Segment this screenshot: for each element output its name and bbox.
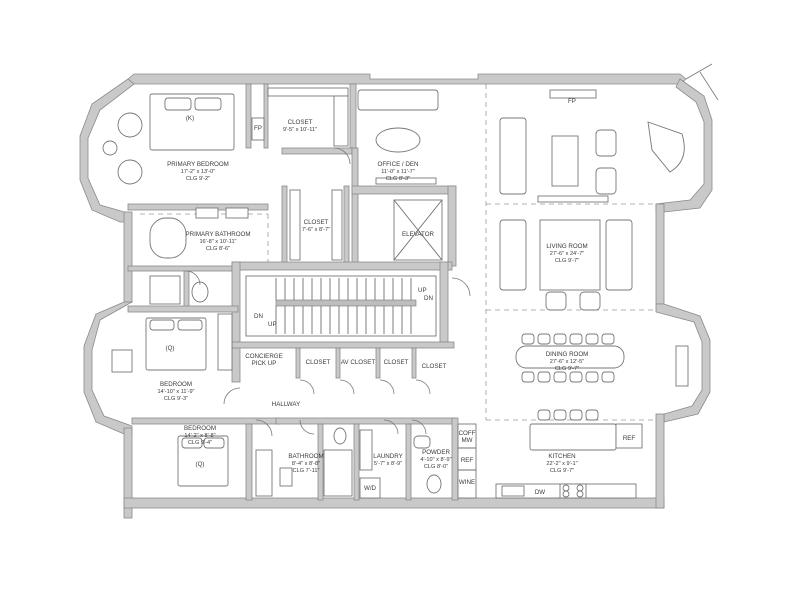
kitchen-dim: 22'-2" x 9'-1" xyxy=(546,461,577,467)
coffee-label-2: MW xyxy=(462,437,473,444)
counter-stool xyxy=(585,409,599,421)
bathroom-dim: 8'-4" x 8'-8" xyxy=(292,461,320,467)
dining-name: DINING ROOM xyxy=(546,351,589,358)
dishwasher-label: DW xyxy=(535,489,545,496)
dining-dim: 27'-6" x 12'-5" xyxy=(550,359,584,365)
closet-top-dim: 9'-5" x 10'-11" xyxy=(283,127,317,133)
wine-label: WINE xyxy=(459,479,475,486)
dining-chair xyxy=(521,371,535,383)
elevator-car xyxy=(393,199,443,261)
office-dim: 11'-0" x 11'-7" xyxy=(381,169,415,175)
closet-c-label: CLOSET xyxy=(422,363,447,370)
bathroom-name: BATHROOM xyxy=(288,453,323,460)
primary-bedroom-clg: CLG 9'-2" xyxy=(186,176,210,182)
closet-b-label: CLOSET xyxy=(384,359,409,366)
primary-bedroom-dim: 17'-2" x 13'-0" xyxy=(181,169,215,175)
hallway-label: HALLWAY xyxy=(272,401,300,408)
washer-dryer-label: W/D xyxy=(364,485,377,492)
coffee-label-1: COFF xyxy=(459,430,476,437)
bedroom1-dim: 14'-10" x 11'-9" xyxy=(157,389,194,395)
office-name: OFFICE / DEN xyxy=(378,161,419,168)
laundry-dim: 5'-7" x 8'-9" xyxy=(374,461,402,467)
primary-bath-dim: 16'-8" x 10'-11" xyxy=(199,239,236,245)
closet-top-name: CLOSET xyxy=(288,119,313,126)
powder-dim: 4'-10" x 8'-9" xyxy=(420,457,451,463)
closet-mid-name: CLOSET xyxy=(304,219,329,226)
dining-chair xyxy=(601,333,615,345)
living-clg: CLG 9'-7" xyxy=(555,258,579,264)
dining-clg: CLG 9'-7" xyxy=(555,366,579,372)
bedroom2-name: BEDROOM xyxy=(184,425,216,432)
stair-up-right: UP xyxy=(418,287,427,294)
dining-chair xyxy=(569,333,583,345)
powder-clg: CLG 8'-0" xyxy=(424,464,448,470)
dining-chair xyxy=(553,371,567,383)
bed-size-q1: (Q) xyxy=(166,345,175,352)
fridge-label-2: REF xyxy=(623,435,636,442)
primary-bath-name: PRIMARY BATHROOM xyxy=(186,231,251,238)
interior-walls xyxy=(127,83,459,501)
counter-stool xyxy=(569,409,583,421)
bedroom1-clg: CLG 9'-3" xyxy=(164,396,188,402)
bathroom-clg: CLG 7'-11" xyxy=(293,468,320,474)
bedroom1-name: BEDROOM xyxy=(160,381,192,388)
stair-dn-right: DN xyxy=(424,295,433,302)
bedroom2-dim: 14'-2" x 8'-8" xyxy=(184,433,215,439)
living-dim: 27'-6" x 24'-7" xyxy=(550,251,584,257)
fireplace-label-living: FP xyxy=(568,98,576,105)
stair-up-left: UP xyxy=(268,321,277,328)
room-labels: (K) PRIMARY BEDROOM 17'-2" x 13'-0" CLG … xyxy=(157,98,635,496)
laundry-name: LAUNDRY xyxy=(373,453,402,460)
concierge-label-1: CONCIERGE xyxy=(245,353,282,360)
av-closet-label: AV CLOSET xyxy=(341,359,375,366)
living-name: LIVING ROOM xyxy=(546,243,587,250)
fridge-label-1: REF xyxy=(461,457,474,464)
office-clg: CLG 8'-3" xyxy=(386,176,410,182)
kitchen-name: KITCHEN xyxy=(548,453,575,460)
closet-a-label: CLOSET xyxy=(306,359,331,366)
counter-stool xyxy=(537,409,551,421)
bed-size-q2: (Q) xyxy=(196,461,205,468)
staircase xyxy=(245,275,437,337)
dining-chair xyxy=(585,333,599,345)
door-swings xyxy=(185,147,471,437)
dining-chair xyxy=(553,333,567,345)
dining-chair xyxy=(537,371,551,383)
dining-chair xyxy=(569,371,583,383)
stair-dn-left: DN xyxy=(254,313,263,320)
counter-stool xyxy=(553,409,567,421)
bedroom2-clg: CLG 9'-4" xyxy=(188,440,212,446)
dining-chair xyxy=(537,333,551,345)
dining-chair xyxy=(585,371,599,383)
powder-name: POWDER xyxy=(422,449,450,456)
furniture xyxy=(102,87,689,499)
kitchen-clg: CLG 9'-7" xyxy=(550,468,574,474)
fireplace-label: FP xyxy=(254,125,262,132)
elevator-label: ELEVATOR xyxy=(402,231,435,238)
primary-bath-clg: CLG 8'-6" xyxy=(206,246,230,252)
bed-size-k: (K) xyxy=(186,115,194,122)
primary-bedroom-name: PRIMARY BEDROOM xyxy=(167,161,229,168)
concierge-label-2: PICK UP xyxy=(252,360,277,367)
dining-chair xyxy=(601,371,615,383)
closet-mid-dim: 7'-6" x 8'-7" xyxy=(302,227,330,233)
exterior-walls xyxy=(79,63,719,519)
dining-chair xyxy=(521,333,535,345)
